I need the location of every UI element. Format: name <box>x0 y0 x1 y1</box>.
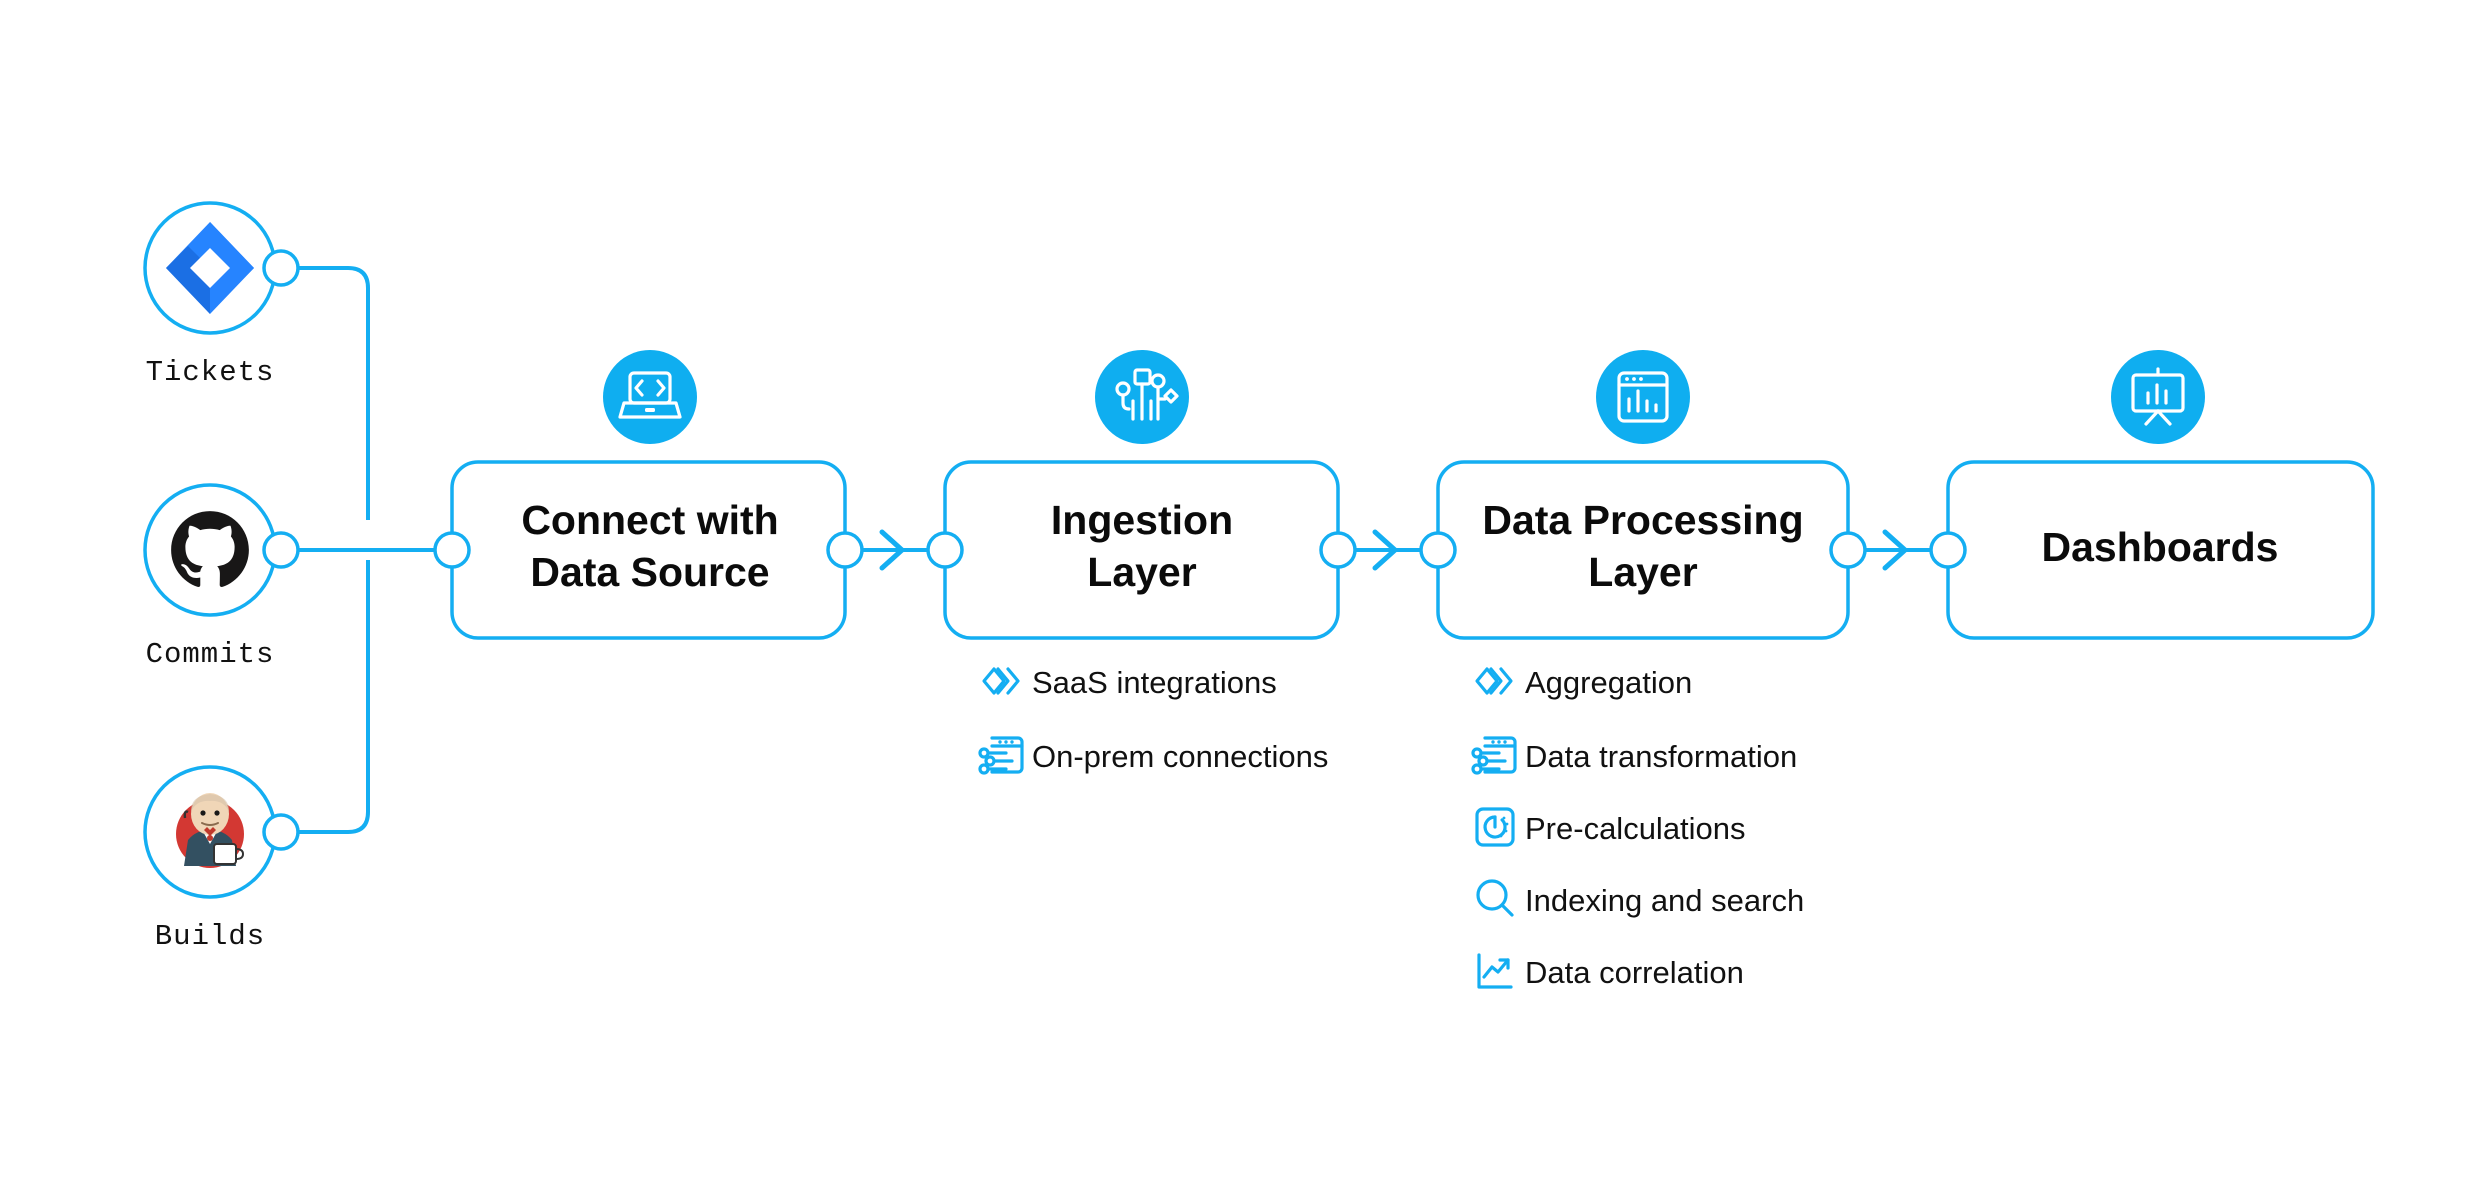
browser-sliders-icon <box>1471 736 1517 775</box>
arrow-stage3-stage4 <box>1882 529 1908 571</box>
magnifier-icon <box>1476 879 1514 917</box>
stage-title-line-2a: Ingestion <box>1051 497 1233 543</box>
feature-item[interactable]: Aggregation <box>1475 665 1692 700</box>
circuit-nodes-icon <box>1115 368 1179 421</box>
source-node-builds[interactable]: Builds <box>143 765 300 953</box>
stage-ingestion-layer[interactable]: Ingestion Layer <box>926 350 1357 640</box>
stage-port-right-3 <box>1829 531 1867 569</box>
stage-title-line-1a: Connect with <box>521 497 778 543</box>
source-port-commits <box>262 531 300 569</box>
feature-label: On-prem connections <box>1032 739 1328 774</box>
stage-dashboards[interactable]: Dashboards <box>1929 350 2375 640</box>
jenkins-icon <box>176 793 245 868</box>
stage-title-line-2b: Layer <box>1087 549 1196 595</box>
feature-label: Data correlation <box>1525 955 1744 990</box>
feature-item[interactable]: Pre-calculations <box>1475 807 1746 847</box>
stage-title-line-1b: Data Source <box>530 549 769 595</box>
github-icon <box>171 511 249 587</box>
source-port-tickets <box>262 249 300 287</box>
feature-item[interactable]: Data correlation <box>1477 953 1744 990</box>
stage-port-right-1 <box>826 531 864 569</box>
stage-title-line-4a: Dashboards <box>2042 524 2279 570</box>
feature-list-ingestion-layer: SaaS integrations On-prem connections <box>978 665 1328 775</box>
layered-chevrons-icon <box>982 667 1020 695</box>
stage-port-right-2 <box>1319 531 1357 569</box>
stage-title-line-3b: Layer <box>1588 549 1697 595</box>
feature-label: Aggregation <box>1525 665 1692 700</box>
arrow-stage1-stage2 <box>879 529 905 571</box>
source-label-commits: Commits <box>146 638 275 671</box>
stage-port-left-3 <box>1419 531 1457 569</box>
stage-port-left-2 <box>926 531 964 569</box>
line-chart-icon <box>1477 953 1513 989</box>
source-node-commits[interactable]: Commits <box>143 483 300 671</box>
stage-port-left-4 <box>1929 531 1967 569</box>
stage-connect-with-data-source[interactable]: Connect with Data Source <box>433 350 864 640</box>
feature-item[interactable]: On-prem connections <box>978 736 1328 775</box>
feature-label: Pre-calculations <box>1525 811 1746 846</box>
feature-label: Indexing and search <box>1525 883 1804 918</box>
gauge-square-icon <box>1475 807 1515 847</box>
stage-badge-circle-1 <box>603 350 697 444</box>
stage-data-processing-layer[interactable]: Data Processing Layer <box>1419 350 1867 640</box>
laptop-code-icon <box>618 371 682 419</box>
feature-label: Data transformation <box>1525 739 1797 774</box>
browser-barchart-icon <box>1617 371 1669 423</box>
source-port-builds <box>262 813 300 851</box>
presentation-barchart-icon <box>2131 367 2185 426</box>
feature-label: SaaS integrations <box>1032 665 1277 700</box>
wire-tickets-to-bus <box>281 266 370 520</box>
feature-item[interactable]: Data transformation <box>1471 736 1797 775</box>
feature-item[interactable]: SaaS integrations <box>982 665 1277 700</box>
layered-chevrons-icon <box>1475 667 1513 695</box>
stage-badge-circle-3 <box>1596 350 1690 444</box>
wire-builds-to-bus <box>281 560 370 834</box>
stage-title-line-3a: Data Processing <box>1482 497 1803 543</box>
stage-port-left-1 <box>433 531 471 569</box>
source-node-tickets[interactable]: Tickets <box>143 201 300 389</box>
browser-sliders-icon <box>978 736 1024 775</box>
jira-icon <box>166 222 254 314</box>
source-bus-wires <box>281 266 452 834</box>
source-label-tickets: Tickets <box>146 356 275 389</box>
feature-list-data-processing-layer: Aggregation Data transformation <box>1471 665 1804 990</box>
feature-item[interactable]: Indexing and search <box>1476 879 1804 918</box>
source-ring-commits <box>143 483 277 617</box>
source-label-builds: Builds <box>155 920 265 953</box>
arrow-stage2-stage3 <box>1372 529 1398 571</box>
